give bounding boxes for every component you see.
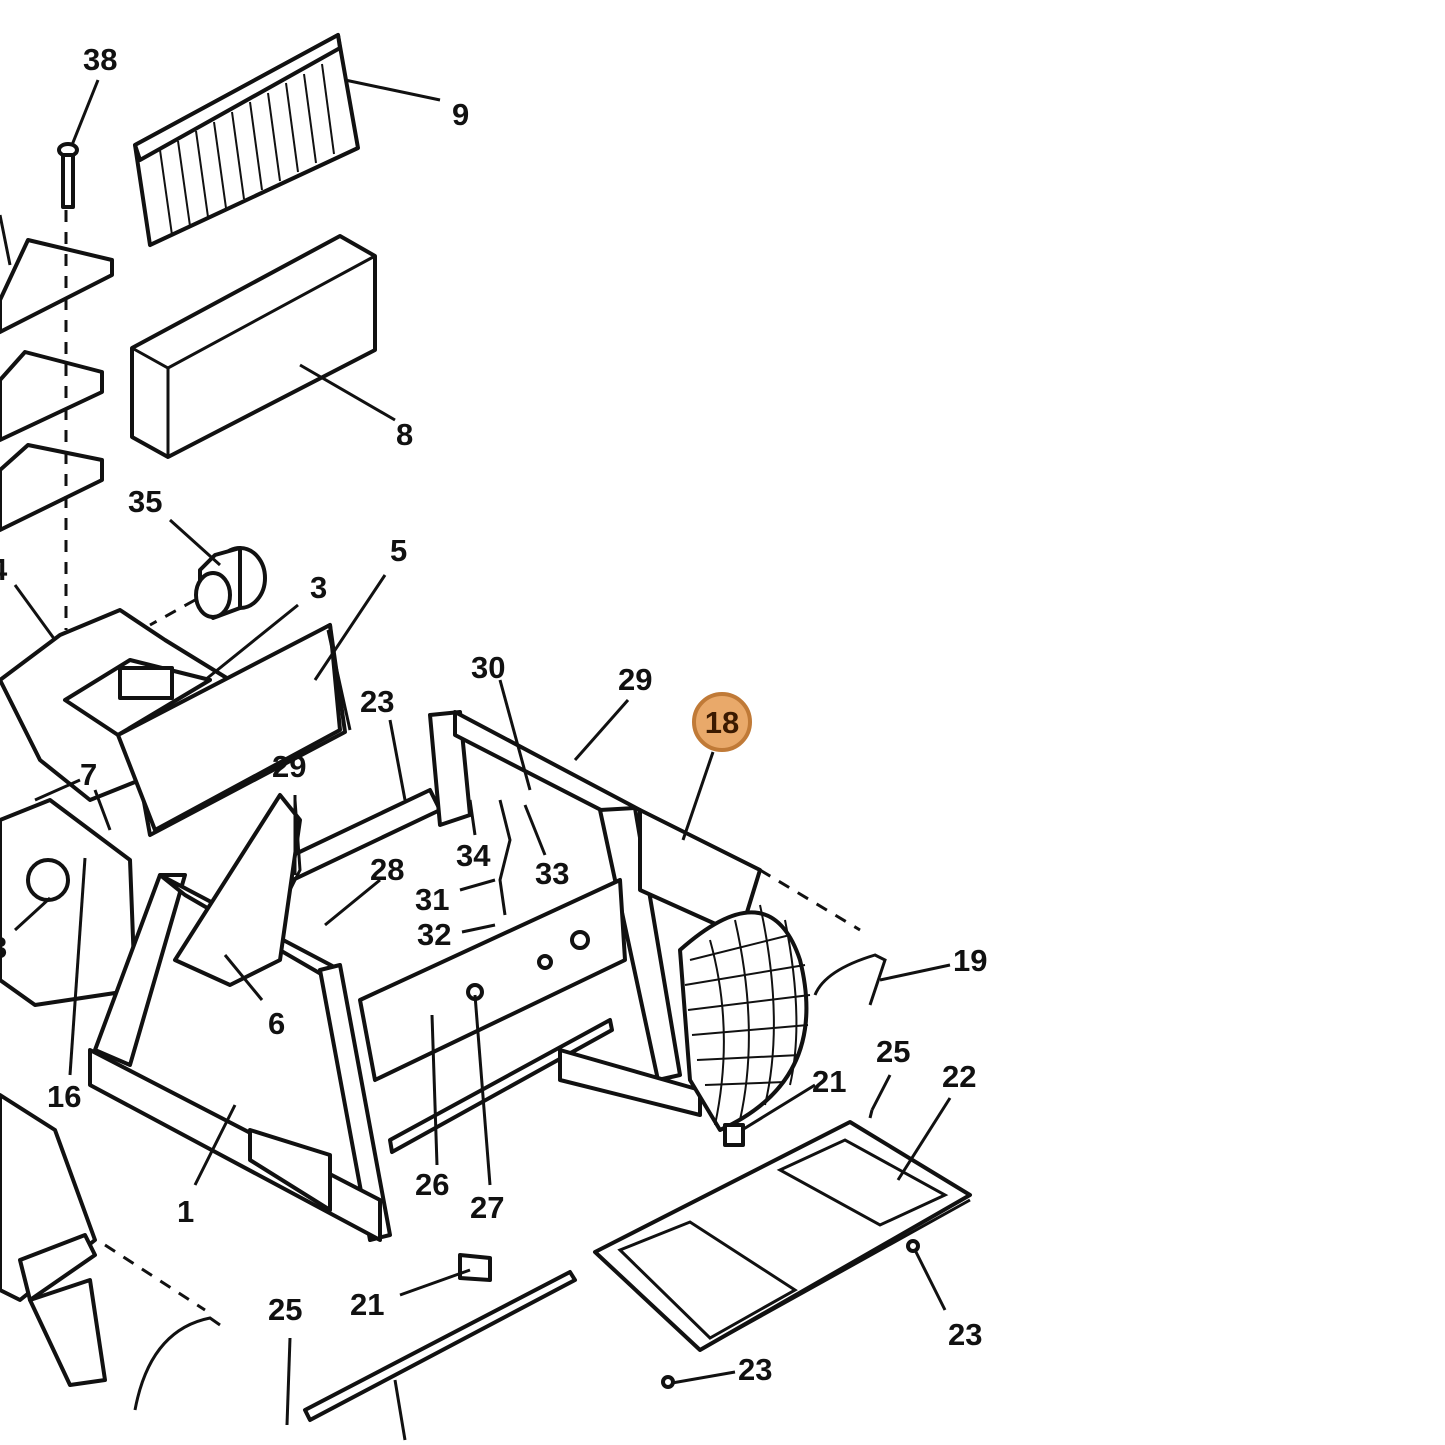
callout-34: 34 [456,838,491,873]
callout-4: 4 [0,552,8,587]
callout-26: 26 [415,1167,449,1202]
callout-29-right: 29 [618,662,652,697]
callout-19: 19 [953,943,987,978]
rod-part [303,1270,577,1422]
callout-25-lower: 25 [268,1292,302,1327]
callout-16: 16 [47,1079,81,1114]
handle-part [813,953,887,1006]
main-frame-part [88,710,762,1282]
spool-part [149,546,267,627]
callout-28: 28 [370,852,404,887]
callout-21-right: 21 [812,1064,846,1099]
callout-3-left: 3 [0,930,7,965]
highlight-circle [692,692,752,752]
callout-35: 35 [128,484,162,519]
drum-part [678,868,861,1132]
callout-23-lower-right: 23 [948,1317,982,1352]
lower-left-assembly-part [0,1093,221,1411]
callout-6: 6 [268,1006,285,1041]
bolt-part [57,142,79,630]
callout-5: 5 [390,533,407,568]
callout-7: 7 [80,757,97,792]
callout-30: 30 [471,650,505,685]
callout-33: 33 [535,856,569,891]
highlight-label: 18 [705,705,739,740]
callout-38: 38 [83,42,117,77]
callout-23-upper: 23 [360,684,394,719]
callout-8: 8 [396,417,413,452]
callout-9: 9 [452,97,469,132]
callout-29-left: 29 [272,749,306,784]
callout-21-lower: 21 [350,1287,384,1322]
callout-labels: 38 9 8 35 3 5 4 7 16 1 6 29 23 30 29 34 … [0,42,987,1387]
callout-23-bottom: 23 [738,1352,772,1387]
tray-part [593,1120,972,1352]
callout-25-right: 25 [876,1034,910,1069]
left-shelf-parts [0,238,114,532]
highlighted-callout-18[interactable]: 18 [692,692,752,752]
leader-lines [0,78,952,1441]
callout-22: 22 [942,1059,976,1094]
front-panel-part [130,234,377,459]
callout-31: 31 [415,882,449,917]
engine-housing-part [0,608,352,1007]
callout-1: 1 [177,1194,194,1229]
callout-3-upper: 3 [310,570,327,605]
callout-32: 32 [417,917,451,952]
grille-part [133,33,360,247]
callout-27: 27 [470,1190,504,1225]
